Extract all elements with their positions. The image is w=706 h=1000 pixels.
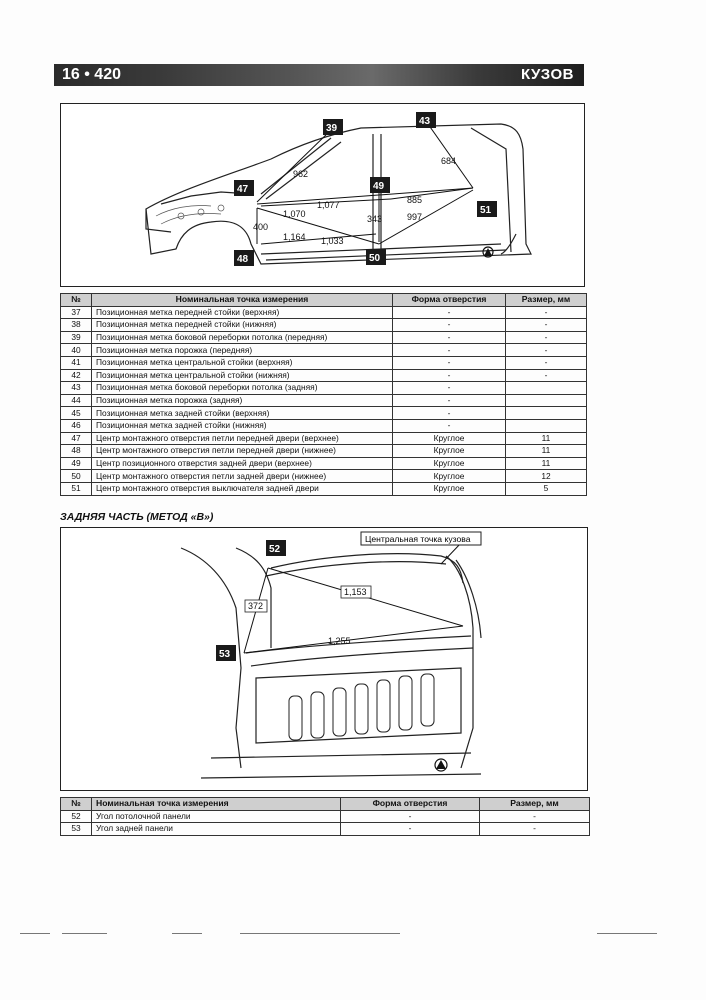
table-header-row: № Номинальная точка измерения Форма отве… — [60, 293, 587, 307]
center-point-callout: Центральная точка кузова — [365, 534, 471, 544]
col-header-size: Размер, мм — [479, 797, 590, 811]
svg-text:47: 47 — [237, 184, 249, 195]
marker-49: 49 — [370, 177, 390, 193]
marker-50: 50 — [366, 249, 386, 265]
subsection-title: ЗАДНЯЯ ЧАСТЬ (МЕТОД «В») — [60, 511, 214, 523]
svg-text:43: 43 — [419, 116, 431, 127]
marker-52: 52 — [266, 540, 286, 556]
col-header-number: № — [60, 797, 92, 811]
dim-label: 1,153 — [344, 587, 367, 597]
footer-rule — [20, 933, 50, 934]
marker-43: 43 — [416, 112, 436, 128]
dim-label: 372 — [248, 601, 263, 611]
dim-label: 400 — [253, 222, 268, 232]
side-body-figure: 39 43 47 49 51 48 50 962 684 — [60, 103, 585, 287]
marker-48: 48 — [234, 250, 254, 266]
dim-label: 962 — [293, 169, 308, 179]
rear-anchor-icon — [434, 758, 448, 772]
dim-label: 343 — [367, 214, 382, 224]
svg-text:49: 49 — [373, 181, 385, 192]
measurement-table-side: № Номинальная точка измерения Форма отве… — [60, 293, 587, 496]
dim-label: 1,164 — [283, 232, 306, 242]
footer-rule — [172, 933, 202, 934]
marker-51: 51 — [477, 201, 497, 217]
svg-text:48: 48 — [237, 254, 249, 265]
section-title: КУЗОВ — [520, 66, 574, 83]
dim-label: 1,033 — [321, 236, 344, 246]
svg-text:52: 52 — [269, 544, 281, 555]
marker-39: 39 — [323, 119, 343, 135]
svg-text:39: 39 — [326, 123, 338, 134]
svg-text:50: 50 — [369, 253, 381, 264]
dim-label: 684 — [441, 156, 456, 166]
dim-label: 1,255 — [328, 636, 351, 646]
dim-label: 997 — [407, 212, 422, 222]
dim-label: 1,077 — [317, 200, 340, 210]
col-header-size: Размер, мм — [505, 293, 587, 307]
col-header-point: Номинальная точка измерения — [91, 293, 393, 307]
rear-body-drawing: 52 53 Центральная точка кузова 372 1,153… — [180, 531, 482, 779]
page-header: 16 • 420 КУЗОВ — [54, 64, 584, 86]
page-number: 16 • 420 — [62, 66, 121, 83]
marker-47: 47 — [234, 180, 254, 196]
rear-anchor-icon — [482, 246, 494, 258]
col-header-hole-shape: Форма отверстия — [392, 293, 506, 307]
measurement-table-rear: № Номинальная точка измерения Форма отве… — [60, 797, 590, 836]
col-header-number: № — [60, 293, 92, 307]
col-header-point: Номинальная точка измерения — [91, 797, 341, 811]
table-header-row: № Номинальная точка измерения Форма отве… — [60, 797, 590, 811]
rear-body-figure: 52 53 Центральная точка кузова 372 1,153… — [60, 527, 588, 791]
footer-rule — [240, 933, 400, 934]
col-header-hole-shape: Форма отверстия — [340, 797, 480, 811]
footer-rule — [62, 933, 107, 934]
dim-label: 1,070 — [283, 209, 306, 219]
footer-rule — [597, 933, 657, 934]
svg-text:53: 53 — [219, 649, 231, 660]
marker-53: 53 — [216, 645, 236, 661]
svg-text:51: 51 — [480, 205, 492, 216]
side-body-drawing: 39 43 47 49 51 48 50 962 684 — [145, 112, 532, 266]
dim-label: 885 — [407, 195, 422, 205]
